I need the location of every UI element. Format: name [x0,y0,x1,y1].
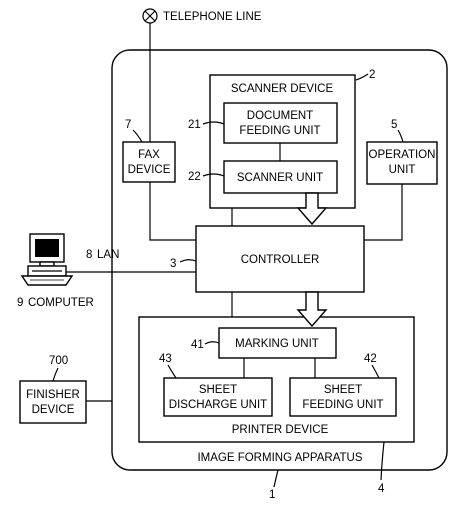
sheet-discharge-unit-label-2: DISCHARGE UNIT [169,399,267,411]
scanner-device-label: SCANNER DEVICE [231,83,334,95]
marking-unit-leader [204,341,220,345]
fax-device-label-1: FAX [138,149,160,161]
marking-unit-ref-number: 41 [191,339,204,351]
scanner-unit-box [223,160,338,194]
sheet-discharge-unit-ref-number: 43 [159,353,172,365]
printer-device-label: PRINTER DEVICE [232,424,329,436]
document-feeding-unit-box [223,102,338,144]
sheet-feeding-unit-ref-number: 42 [364,353,377,365]
sheet-discharge-unit-box [163,377,273,417]
controller-leader [179,259,197,263]
sheet-feeding-unit-label-2: FEEDING UNIT [302,399,383,411]
sheet-discharge-unit-leader [167,364,177,379]
finisher-device-label-2: DEVICE [32,404,75,416]
computer-icon [20,233,74,286]
scanner-unit-label: SCANNER UNIT [237,172,323,184]
lan-ref-number: 8 [86,249,92,261]
operation-unit-leader [397,129,404,143]
document-feeding-unit-label-1: DOCUMENT [247,110,313,122]
fax-device-ref-number: 7 [125,119,131,131]
finisher-device-leader [52,367,59,382]
fax-to-controller-connector [149,182,196,241]
operation-unit-ref-number: 5 [391,119,397,131]
fax-device-box [122,141,176,183]
computer-ref-number: 9 [17,297,23,309]
finisher-device-ref-number: 700 [49,355,68,367]
print-data-arrow-icon [296,291,328,328]
scanner-data-arrow-icon [296,192,328,226]
operation-unit-box [366,141,438,185]
finisher-device-box [19,380,87,424]
operation-to-controller-connector [364,184,403,241]
controller-box [195,225,365,293]
sheet-discharge-unit-label-1: SHEET [199,384,237,396]
apparatus-leader [273,469,279,488]
document-feeding-unit-label-2: FEEDING UNIT [239,125,320,137]
finisher-device-label-1: FINISHER [26,389,80,401]
marking-unit-box [218,327,337,359]
controller-ref-number: 3 [170,258,176,270]
sheet-feeding-unit-box [289,377,397,417]
printer-device-ref-number: 4 [378,483,385,495]
printer-device-leader [380,441,385,481]
scanner-device-leader [355,73,369,81]
scanner-device-ref-number: 2 [369,69,375,81]
apparatus-ref-number: 1 [269,489,275,501]
operation-unit-label-1: OPERATION [369,149,436,161]
document-feeding-unit-ref-number: 21 [188,119,201,131]
computer-label: COMPUTER [28,297,94,309]
operation-unit-label-2: UNIT [389,164,416,176]
controller-label: CONTROLLER [241,254,320,266]
scanner-unit-leader [202,173,225,177]
scanner-unit-ref-number: 22 [188,171,201,183]
sheet-feeding-unit-leader [371,364,380,379]
fax-device-label-2: DEVICE [128,164,171,176]
document-feeding-unit-leader [202,121,225,125]
marking-unit-label: MARKING UNIT [235,338,319,350]
telephone-terminal-icon [142,8,158,24]
image-forming-apparatus-label: IMAGE FORMING APPARATUS [197,452,362,464]
lan-label: LAN [97,249,119,261]
fax-device-leader [132,129,143,143]
telephone-line-label: TELEPHONE LINE [163,11,262,23]
sheet-feeding-unit-label-1: SHEET [324,384,362,396]
